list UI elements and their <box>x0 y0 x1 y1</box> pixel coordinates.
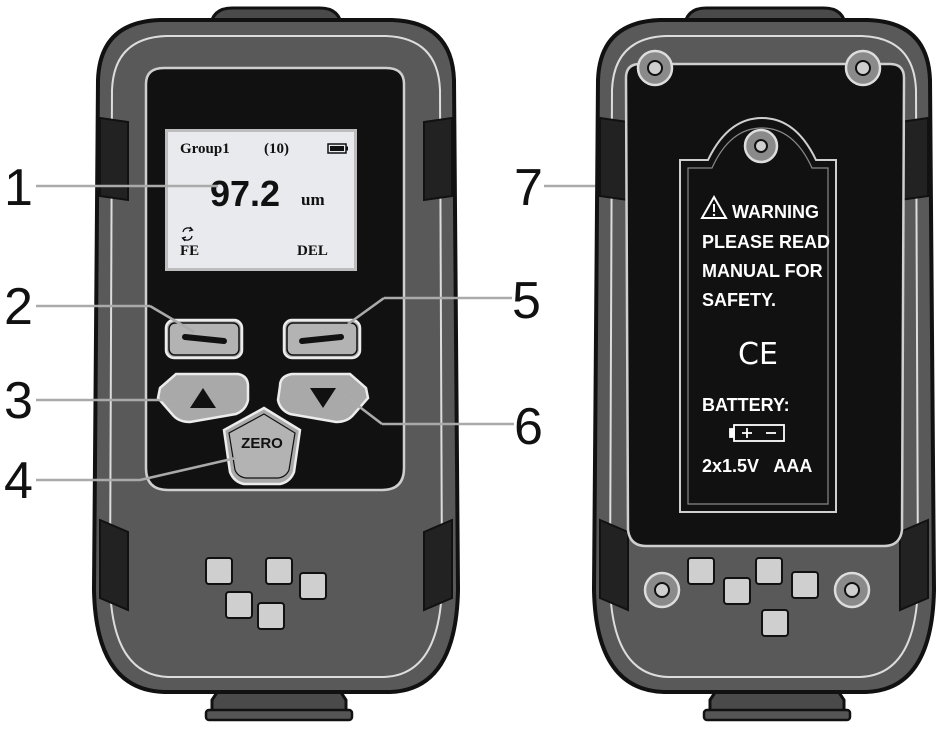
back-sensor-pads <box>687 557 819 637</box>
left-soft-button[interactable] <box>164 318 244 360</box>
front-probe-rim <box>204 708 354 722</box>
callout-5: 5 <box>512 272 541 330</box>
battery-spec: 2x1.5V AAA <box>702 456 812 476</box>
back-view: WARNING PLEASE READ MANUAL FOR SAFETY. C… <box>591 6 937 722</box>
front-sensor-pads <box>205 557 327 630</box>
battery-level-icon <box>327 143 348 154</box>
warning-label-inner <box>687 127 829 505</box>
battery-title: BATTERY: <box>702 395 790 415</box>
callout-2: 2 <box>4 278 33 336</box>
right-soft-button[interactable] <box>282 318 362 360</box>
ce-mark: CE <box>738 337 778 372</box>
back-right-grip-lower <box>899 518 929 612</box>
cycle-arrows-icon <box>181 226 194 242</box>
front-left-grip-upper <box>99 116 129 202</box>
lcd-delete-label: DEL <box>297 243 328 259</box>
warning-title: WARNING <box>732 202 819 222</box>
warning-label-plate <box>679 116 837 513</box>
front-callout-lines <box>36 184 712 482</box>
front-right-grip-lower <box>423 518 453 612</box>
front-left-grip-lower <box>99 518 129 612</box>
warning-line-1: PLEASE READ <box>702 232 830 252</box>
callout-7: 7 <box>514 159 543 217</box>
label-screw-core <box>754 139 768 153</box>
lcd-group-label: Group1 <box>180 141 230 157</box>
battery-polarity-icon <box>729 424 785 442</box>
warning-triangle-icon <box>700 194 728 219</box>
back-probe-rim <box>702 708 852 722</box>
lcd-reading-value: 97.2 <box>210 173 280 214</box>
lcd-reading-unit: um <box>301 190 325 209</box>
down-arrow-icon <box>310 388 336 408</box>
zero-button-label: ZERO <box>241 435 283 452</box>
callout-4: 4 <box>4 452 33 510</box>
up-button[interactable] <box>156 372 250 424</box>
front-view: Group1 (10) 97.2 um FE DEL <box>91 6 461 722</box>
warning-line-2: MANUAL FOR <box>702 261 823 281</box>
up-arrow-icon <box>190 388 216 408</box>
front-right-grip-upper <box>423 116 453 202</box>
zero-button[interactable]: ZERO <box>222 406 302 486</box>
back-screw-cores <box>647 60 871 598</box>
callout-6: 6 <box>514 398 543 456</box>
callout-1: 1 <box>4 159 33 217</box>
callout-3: 3 <box>4 372 33 430</box>
lcd-display <box>168 132 354 268</box>
back-left-grip-upper <box>599 116 629 202</box>
warning-line-3: SAFETY. <box>702 290 776 310</box>
back-left-grip-lower <box>599 518 629 612</box>
lcd-count-label: (10) <box>264 141 289 157</box>
down-button[interactable] <box>276 372 370 424</box>
lcd-mode-label: FE <box>180 243 199 259</box>
